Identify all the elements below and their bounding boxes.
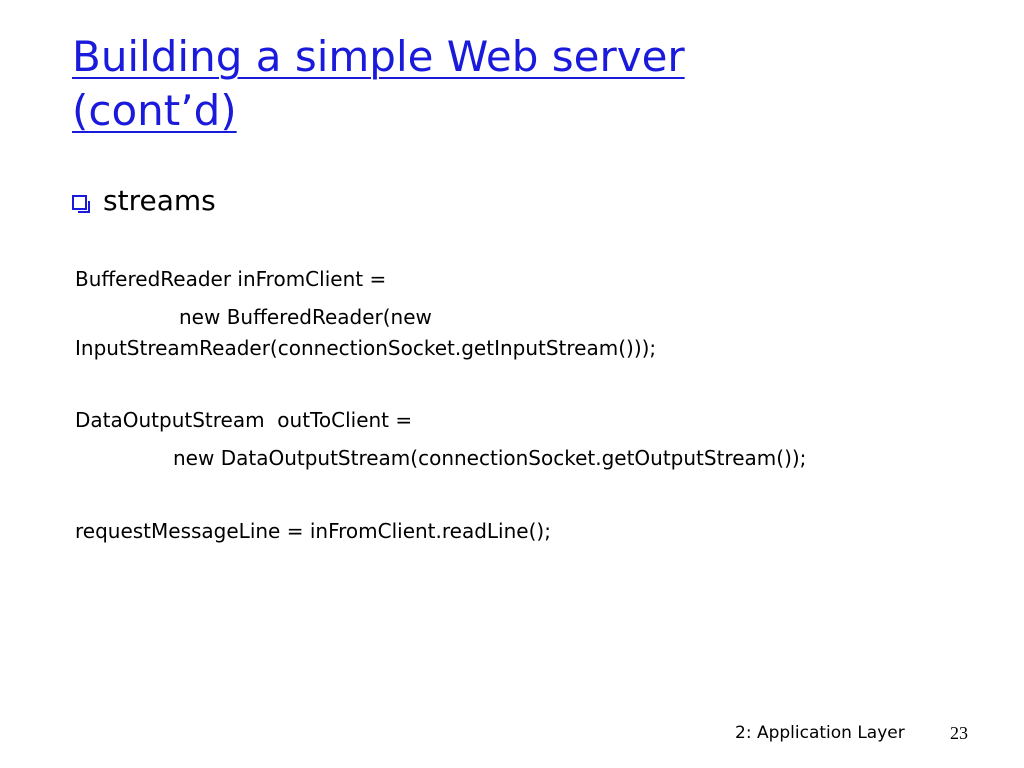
page-number: 23 (950, 723, 968, 743)
code-line-2: new BufferedReader(new (179, 305, 432, 329)
title-line-1: Building a simple Web server (72, 32, 685, 81)
code-line-5: new DataOutputStream(connectionSocket.ge… (173, 446, 807, 470)
code-line-4: DataOutputStream outToClient = (75, 408, 413, 432)
footer-chapter-label: 2: Application Layer (735, 723, 905, 743)
code-line-1: BufferedReader inFromClient = (75, 267, 387, 291)
code-line-6: requestMessageLine = inFromClient.readLi… (75, 519, 551, 543)
title-line-2: (cont’d) (72, 86, 237, 135)
square-bullet-icon (72, 194, 90, 213)
slide-title: Building a simple Web server (cont’d) (72, 30, 892, 138)
bullet-text: streams (103, 184, 216, 217)
bullet-item-streams: streams (72, 184, 216, 217)
code-line-3: InputStreamReader(connectionSocket.getIn… (75, 336, 657, 360)
